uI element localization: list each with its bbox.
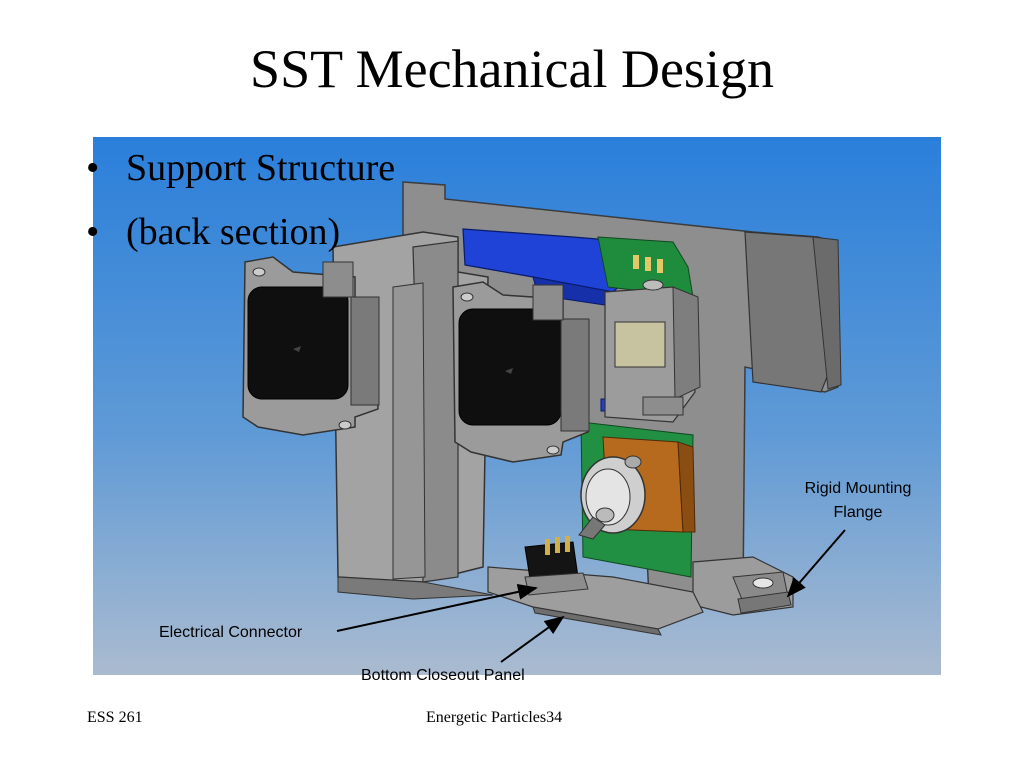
footer-topic-page: Energetic Particles34	[426, 709, 563, 726]
flange-callout-line1: Rigid Mounting	[804, 480, 912, 497]
bullet-text: Support Structure	[126, 147, 396, 189]
bullet-item: • Support Structure	[86, 136, 395, 200]
bullet-text: (back section)	[126, 211, 341, 253]
footer-course: ESS 261	[87, 709, 143, 726]
support-structure-image	[93, 137, 941, 675]
electrical-connector	[524, 536, 589, 596]
bullet-list: • Support Structure • (back section)	[86, 136, 395, 264]
panel-callout: Bottom Closeout Panel	[361, 667, 525, 684]
connector-callout: Electrical Connector	[159, 624, 303, 641]
bullet-dot: •	[86, 211, 100, 253]
bullet-item: • (back section)	[86, 200, 395, 264]
slide-title: SST Mechanical Design	[250, 39, 774, 99]
sensor-head	[604, 279, 701, 423]
flange-callout-line2: Flange	[833, 504, 883, 521]
left-connector-housing	[242, 256, 380, 436]
flange-callout: Rigid Mounting Flange	[788, 477, 928, 525]
actuator-motor	[578, 455, 646, 540]
cad-rendering	[93, 137, 941, 675]
rigid-mounting-flange	[692, 556, 794, 616]
bullet-dot: •	[86, 147, 100, 189]
center-connector-housing	[452, 281, 590, 463]
